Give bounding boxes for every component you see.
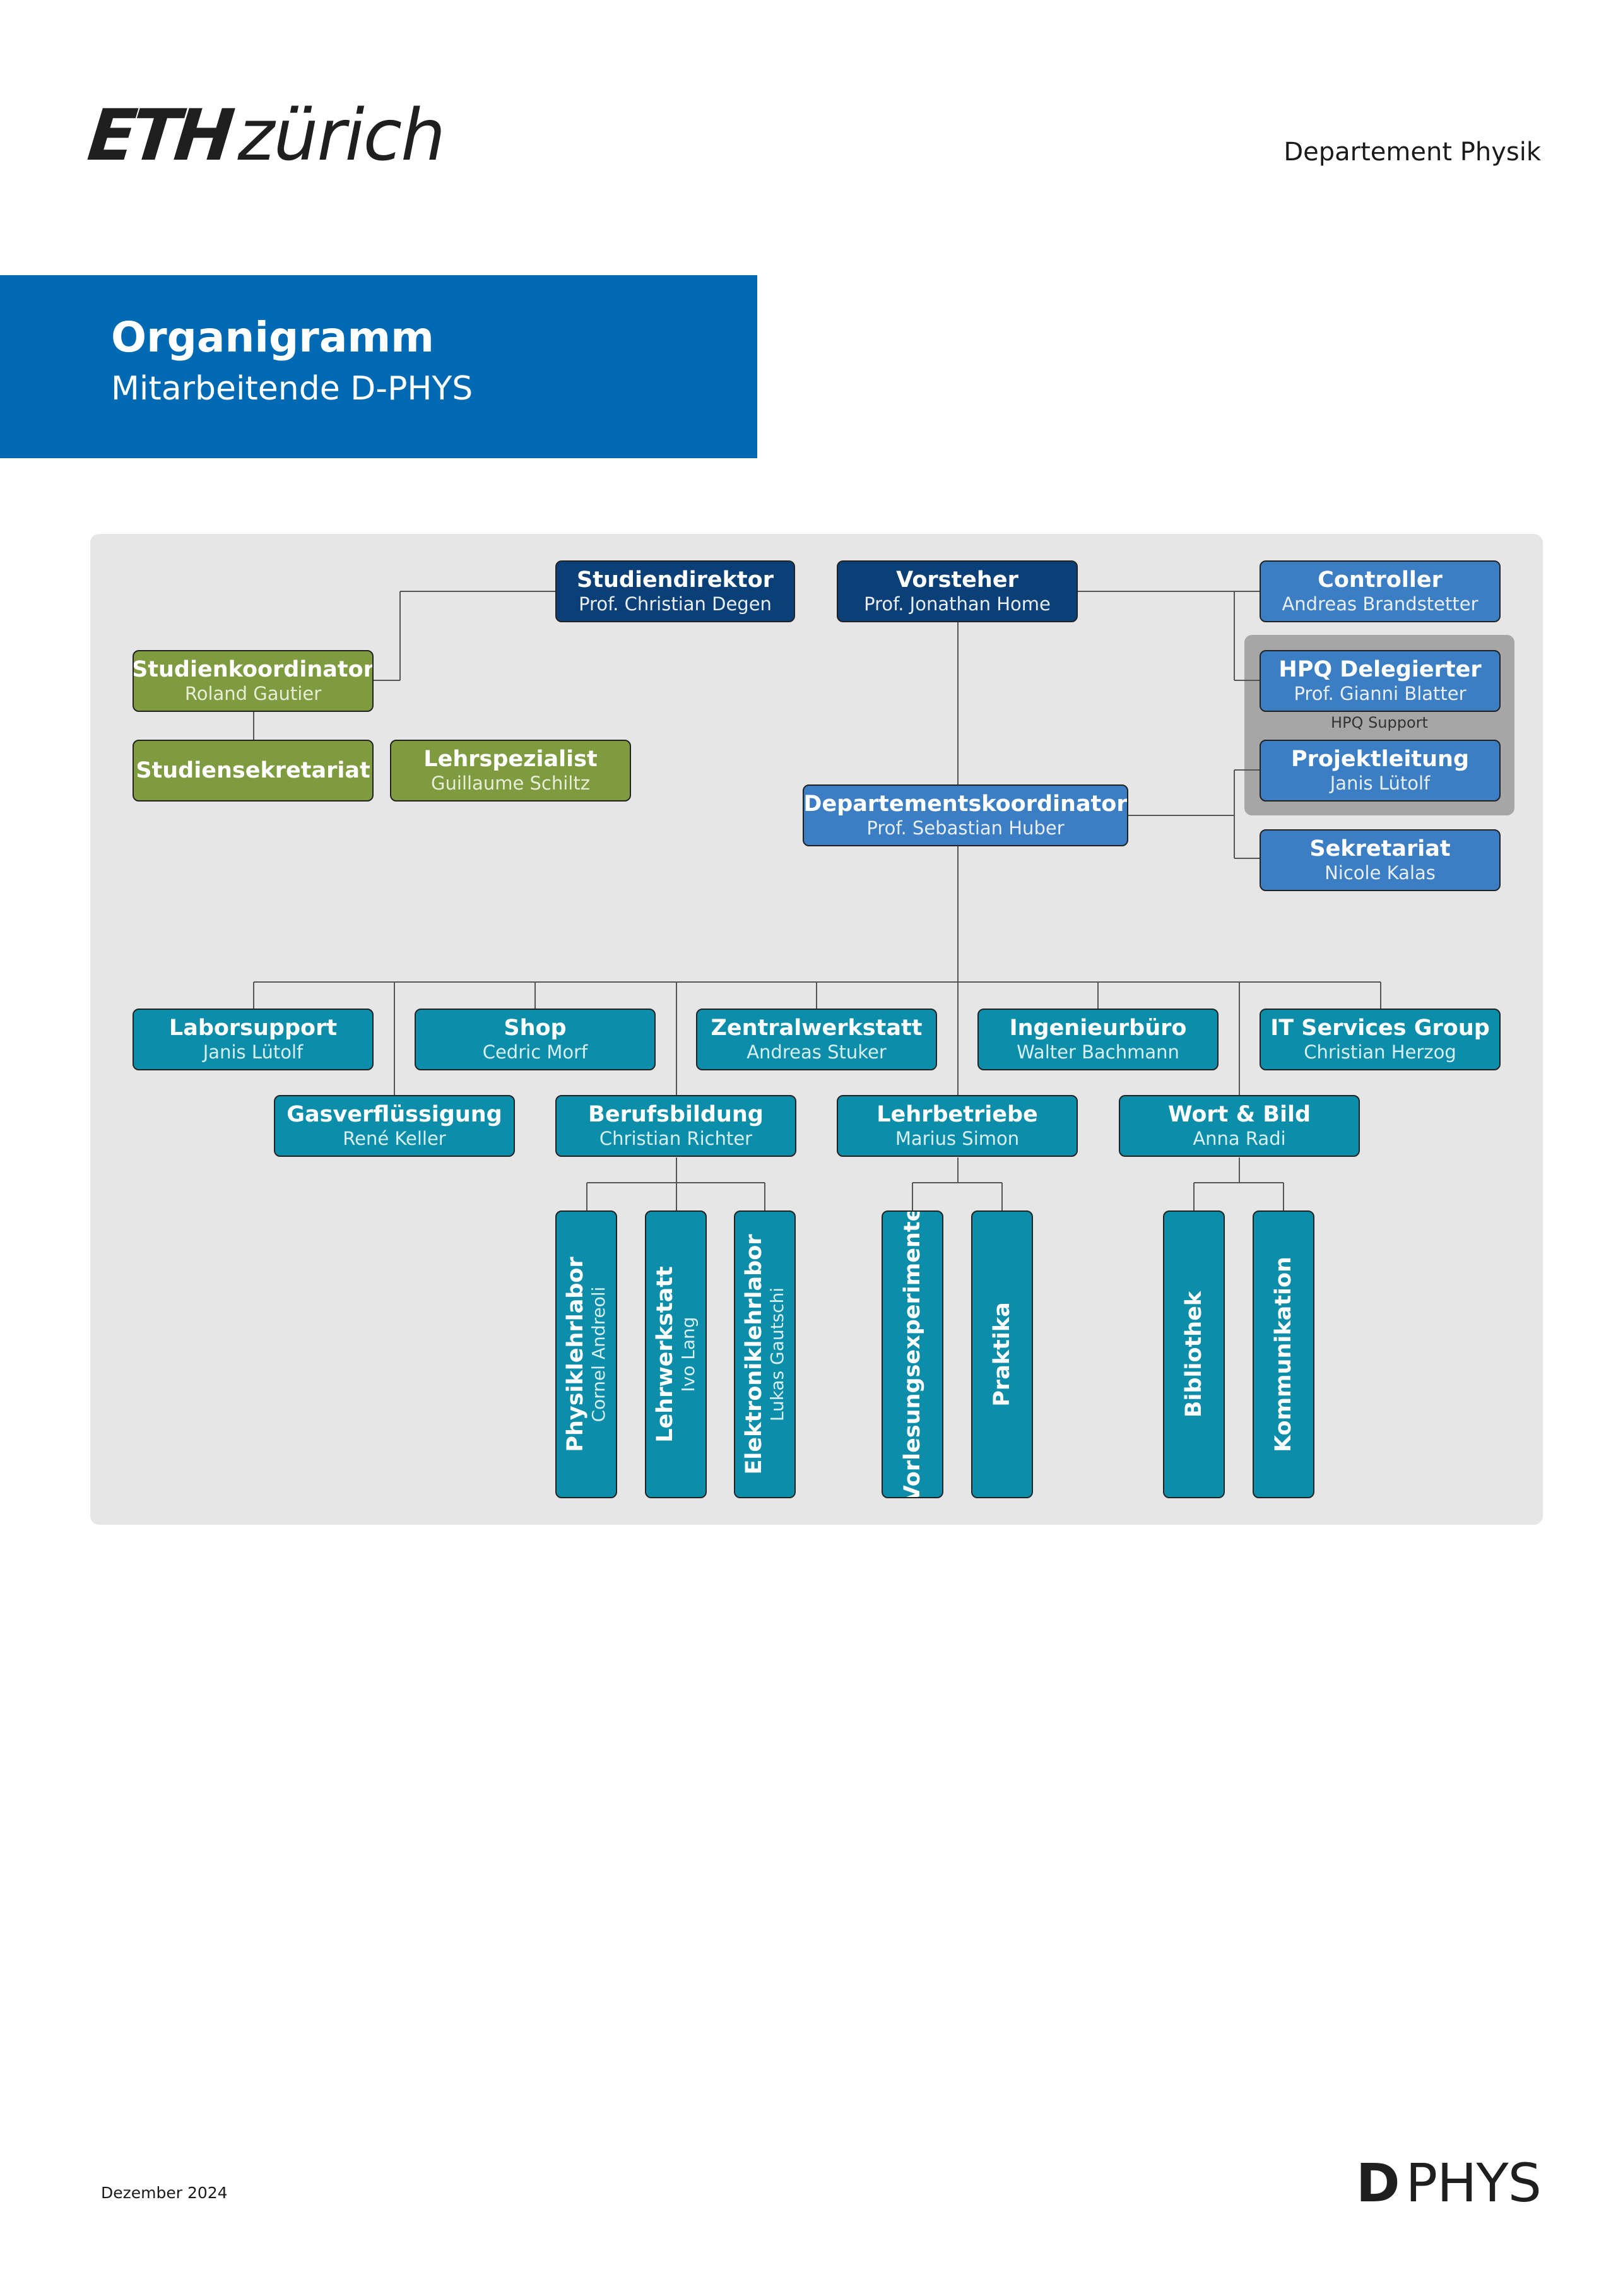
box-studienkoordinator: Studienkoordinator Roland Gautier: [133, 650, 374, 712]
box-gasverfluessigung: Gasverflüssigung René Keller: [274, 1095, 515, 1157]
box-studiensekretariat: Studiensekretariat: [133, 740, 374, 802]
role-label: Projektleitung: [1290, 747, 1470, 772]
role-label: Studienkoordinator: [133, 657, 374, 683]
role-label: Berufsbildung: [588, 1102, 764, 1128]
person-name: Walter Bachmann: [1017, 1041, 1179, 1063]
role-label: Kommunikation: [1270, 1257, 1296, 1452]
role-label: IT Services Group: [1270, 1015, 1490, 1041]
box-elektroniklehrlabor: Elektroniklehrlabor Lukas Gautschi: [734, 1210, 796, 1498]
dphys-logo-d: D: [1355, 2152, 1400, 2214]
person-name: Prof. Christian Degen: [579, 593, 772, 615]
role-label: Praktika: [989, 1302, 1015, 1407]
role-label: Studiensekretariat: [136, 757, 370, 783]
box-laborsupport: Laborsupport Janis Lütolf: [133, 1009, 374, 1070]
box-lehrspezialist: Lehrspezialist Guillaume Schiltz: [390, 740, 631, 802]
box-kommunikation: Kommunikation: [1253, 1210, 1314, 1498]
role-label: Wort & Bild: [1167, 1102, 1311, 1128]
box-controller: Controller Andreas Brandstetter: [1260, 560, 1501, 622]
box-lehrwerkstatt: Lehrwerkstatt Ivo Lang: [645, 1210, 707, 1498]
role-label: HPQ Delegierter: [1278, 657, 1482, 683]
box-vorlesungsexperimente: Vorlesungsexperimente: [882, 1210, 943, 1498]
box-zentralwerkstatt: Zentralwerkstatt Andreas Stuker: [696, 1009, 937, 1070]
person-name: Prof. Jonathan Home: [864, 593, 1051, 615]
role-label: Lehrwerkstatt: [652, 1266, 678, 1443]
role-label: Lehrspezialist: [423, 747, 598, 772]
role-label: Vorlesungsexperimente: [899, 1210, 925, 1498]
role-label: Sekretariat: [1309, 836, 1451, 862]
person-name: Anna Radi: [1193, 1127, 1286, 1149]
title-band: Organigramm Mitarbeitende D-PHYS: [0, 275, 757, 458]
person-name: Janis Lütolf: [203, 1041, 304, 1063]
box-vorsteher: Vorsteher Prof. Jonathan Home: [837, 560, 1078, 622]
role-label: Bibliothek: [1181, 1291, 1207, 1418]
box-sekretariat: Sekretariat Nicole Kalas: [1260, 829, 1501, 891]
person-name: Ivo Lang: [678, 1317, 699, 1392]
box-hpq-delegierter: HPQ Delegierter Prof. Gianni Blatter: [1260, 650, 1501, 712]
person-name: René Keller: [343, 1127, 446, 1149]
person-name: Andreas Stuker: [747, 1041, 887, 1063]
role-label: Departementskoordinator: [803, 791, 1128, 817]
person-name: Guillaume Schiltz: [431, 772, 590, 794]
box-berufsbildung: Berufsbildung Christian Richter: [555, 1095, 796, 1157]
box-praktika: Praktika: [971, 1210, 1033, 1498]
role-label: Elektroniklehrlabor: [741, 1234, 767, 1475]
person-name: Lukas Gautschi: [767, 1287, 788, 1422]
box-ingenieurbuero: Ingenieurbüro Walter Bachmann: [977, 1009, 1219, 1070]
role-label: Studiendirektor: [577, 567, 774, 593]
person-name: Marius Simon: [895, 1127, 1020, 1149]
page-title: Organigramm: [111, 313, 434, 362]
box-lehrbetriebe: Lehrbetriebe Marius Simon: [837, 1095, 1078, 1157]
person-name: Prof. Sebastian Huber: [866, 817, 1065, 839]
role-label: Zentralwerkstatt: [711, 1015, 923, 1041]
box-wort-und-bild: Wort & Bild Anna Radi: [1119, 1095, 1360, 1157]
box-bibliothek: Bibliothek: [1163, 1210, 1225, 1498]
role-label: Controller: [1318, 567, 1443, 593]
role-label: Shop: [504, 1015, 567, 1041]
hpq-support-label: HPQ Support: [1331, 714, 1428, 731]
person-name: Roland Gautier: [184, 682, 322, 704]
box-shop: Shop Cedric Morf: [415, 1009, 656, 1070]
role-label: Lehrbetriebe: [876, 1102, 1038, 1128]
role-label: Vorsteher: [896, 567, 1018, 593]
box-studiendirektor: Studiendirektor Prof. Christian Degen: [555, 560, 795, 622]
person-name: Christian Herzog: [1304, 1041, 1456, 1063]
department-name: Departement Physik: [1284, 138, 1541, 167]
role-label: Physiklehrlabor: [563, 1257, 589, 1452]
role-label: Ingenieurbüro: [1009, 1015, 1187, 1041]
footer-date: Dezember 2024: [101, 2184, 228, 2202]
box-projektleitung: Projektleitung Janis Lütolf: [1260, 740, 1501, 802]
dphys-logo-phys: PHYS: [1405, 2152, 1542, 2214]
box-departementskoordinator: Departementskoordinator Prof. Sebastian …: [803, 784, 1128, 846]
person-name: Janis Lütolf: [1330, 772, 1431, 794]
box-physiklehrlabor: Physiklehrlabor Cornel Andreoli: [555, 1210, 617, 1498]
role-label: Gasverflüssigung: [286, 1102, 502, 1128]
person-name: Prof. Gianni Blatter: [1294, 682, 1467, 704]
page-subtitle: Mitarbeitende D-PHYS: [111, 370, 473, 408]
box-it-services-group: IT Services Group Christian Herzog: [1260, 1009, 1501, 1070]
person-name: Christian Richter: [599, 1127, 753, 1149]
logo-zurich-text: zürich: [237, 95, 446, 177]
person-name: Andreas Brandstetter: [1282, 593, 1478, 615]
eth-zurich-logo: ETH zürich: [84, 95, 446, 177]
person-name: Cedric Morf: [482, 1041, 588, 1063]
role-label: Laborsupport: [168, 1015, 338, 1041]
person-name: Cornel Andreoli: [588, 1286, 610, 1423]
person-name: Nicole Kalas: [1325, 861, 1436, 884]
